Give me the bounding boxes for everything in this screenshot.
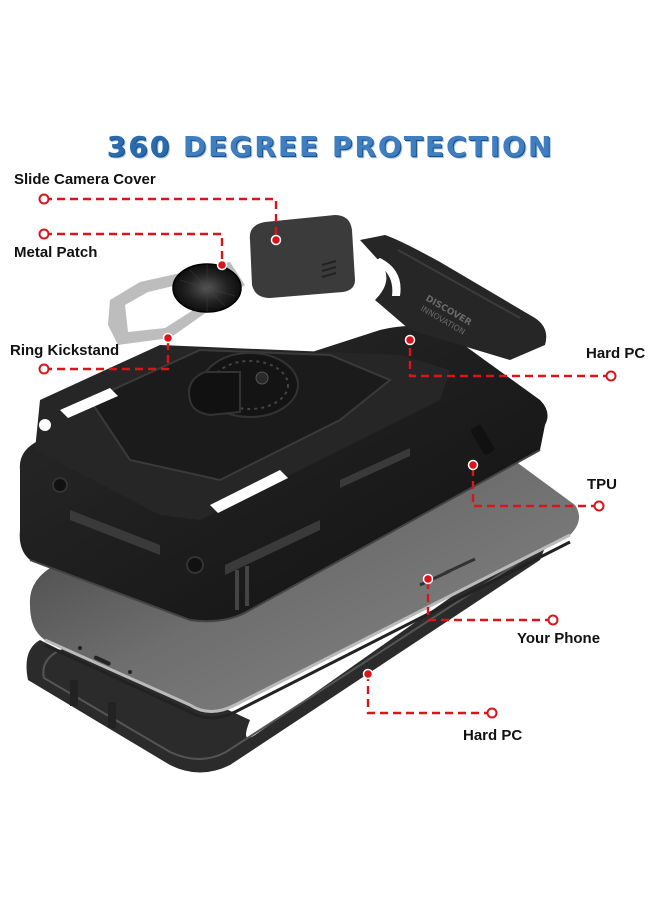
label-tpu: TPU (587, 476, 617, 493)
callout-lines (44, 197, 611, 715)
marker-ring-kickstand-icon (38, 363, 50, 375)
marker-hard-pc-top-icon (605, 370, 617, 382)
callout-end-markers (38, 193, 617, 719)
pointer-ring-kickstand-icon (162, 332, 174, 344)
page-title: 360 DEGREE PROTECTION (0, 130, 660, 163)
callout-pointer-dots (162, 234, 479, 680)
marker-slide-camera-cover-icon (38, 193, 50, 205)
pointer-tpu-icon (467, 459, 479, 471)
label-hard-pc-top: Hard PC (586, 345, 646, 362)
leader-hard-pc-bottom (366, 675, 492, 715)
marker-metal-patch-icon (38, 228, 50, 240)
title-number: 360 (106, 130, 172, 163)
pointer-your-phone-icon (422, 573, 434, 585)
leader-ring-kickstand (44, 340, 170, 371)
label-ring-kickstand: Ring Kickstand (10, 342, 120, 359)
marker-hard-pc-bottom-icon (486, 707, 498, 719)
leader-hard-pc-top (408, 341, 611, 378)
pointer-hard-pc-bottom-icon (362, 668, 374, 680)
ring-kickstand (108, 262, 245, 345)
leader-tpu (471, 466, 599, 508)
label-slide-camera-cover: Slide Camera Cover (14, 171, 156, 188)
label-metal-patch: Metal Patch (14, 244, 98, 261)
label-your-phone: Your Phone (517, 630, 601, 647)
pointer-slide-camera-cover-icon (270, 234, 282, 246)
marker-your-phone-icon (547, 614, 559, 626)
hard-pc-top-frame (35, 345, 450, 520)
title-rest: DEGREE PROTECTION (171, 130, 554, 163)
pointer-hard-pc-top-icon (404, 334, 416, 346)
pointer-metal-patch-icon (216, 259, 228, 271)
marker-tpu-icon (593, 500, 605, 512)
leader-slide-camera-cover (44, 197, 278, 236)
leader-metal-patch (44, 232, 224, 262)
label-hard-pc-bottom: Hard PC (463, 727, 523, 744)
leader-your-phone (426, 580, 553, 622)
